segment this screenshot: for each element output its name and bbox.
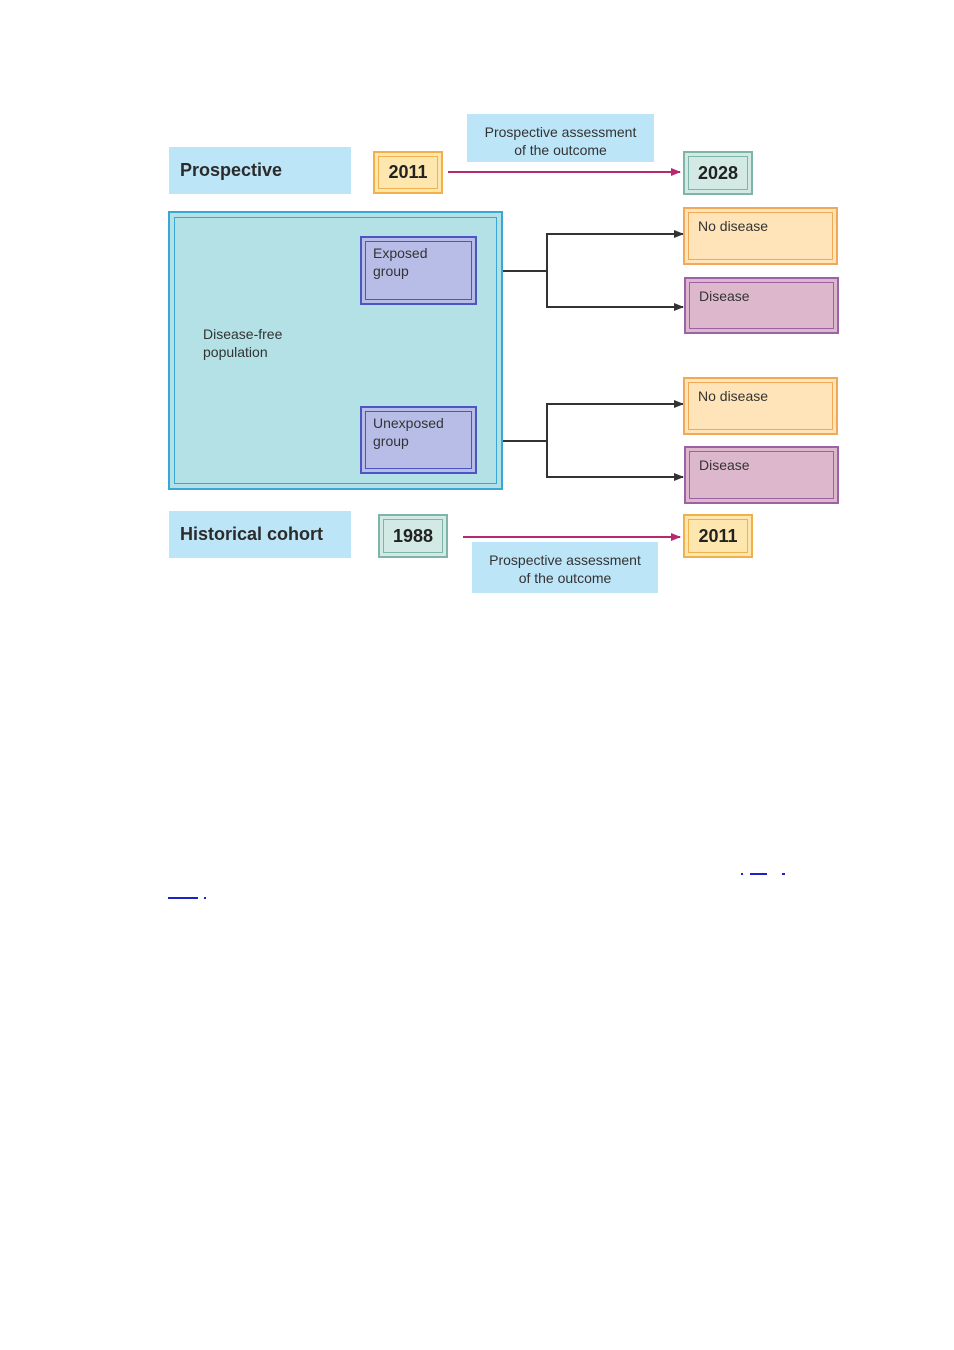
unexposed-branch-connector xyxy=(476,400,684,481)
unexposed-no-disease-box: No disease xyxy=(683,377,838,435)
link-underline-fragment xyxy=(168,897,198,899)
prospective-note-line1: Prospective assessment xyxy=(484,124,637,140)
exposed-disease-box: Disease xyxy=(684,277,839,334)
prospective-start-year: 2011 xyxy=(373,151,443,194)
historical-start-year: 1988 xyxy=(378,514,448,558)
link-underline-fragment xyxy=(204,897,206,899)
prospective-label: Prospective xyxy=(169,147,351,194)
unexposed-group-box: Unexposed group xyxy=(360,406,477,474)
prospective-note-line2: of the outcome xyxy=(514,142,607,158)
exposed-no-disease-box: No disease xyxy=(683,207,838,265)
link-underline-fragment xyxy=(741,873,743,875)
link-underline-fragment xyxy=(782,873,785,875)
historical-end-year: 2011 xyxy=(683,514,753,558)
unexposed-disease-box: Disease xyxy=(684,446,839,504)
historical-note-line1: Prospective assessment xyxy=(489,552,641,568)
disease-free-population-label: Disease-free population xyxy=(203,326,283,360)
exposed-group-box: Exposed group xyxy=(360,236,477,305)
prospective-assessment-note: Prospective assessment of the outcome xyxy=(467,114,654,162)
prospective-end-year: 2028 xyxy=(683,151,753,195)
historical-assessment-note: Prospective assessment of the outcome xyxy=(472,542,658,593)
historical-note-line2: of the outcome xyxy=(518,570,612,586)
historical-cohort-label: Historical cohort xyxy=(169,511,351,558)
link-underline-fragment xyxy=(750,873,767,875)
exposed-branch-connector xyxy=(476,230,684,311)
